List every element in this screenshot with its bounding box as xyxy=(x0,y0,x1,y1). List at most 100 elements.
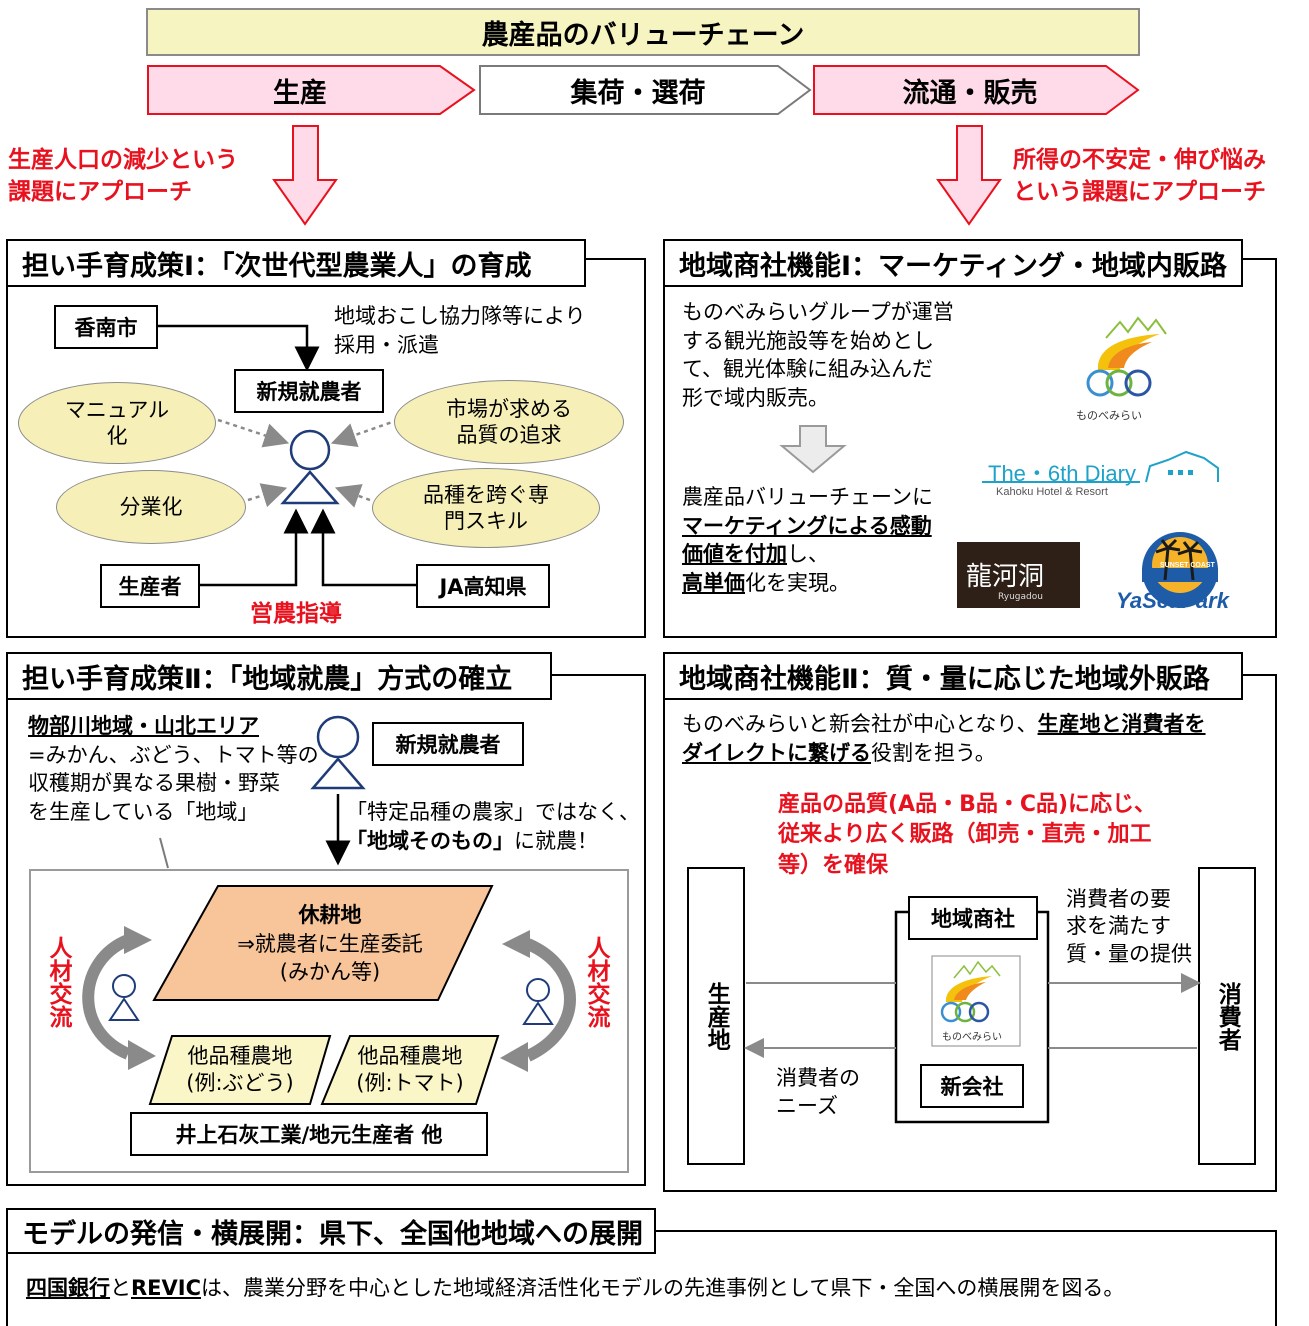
6th-diary-logo-part1: The・ xyxy=(988,461,1048,486)
yasea-park-logo xyxy=(1142,532,1218,608)
outside-desc-strong1: 生産地と消費者を xyxy=(1037,712,1206,736)
note-line1: 「特定品種の農家」ではなく、 xyxy=(346,800,640,824)
farmer-head-icon xyxy=(289,429,331,471)
guidance-label: 営農指導 xyxy=(250,601,342,627)
fallow-line2: ⇒就農者に生産委託 xyxy=(237,931,423,956)
other-field-grape: 他品種農地 (例:ぶどう) xyxy=(160,1038,320,1102)
issue-left-line2: 課題にアプローチ xyxy=(8,179,192,206)
supply-line2: 求を満たす xyxy=(1066,914,1171,939)
area-text: 物部川地域・山北エリア =みかん、ぶどう、トマト等の 収穫期が異なる果樹・野菜 … xyxy=(28,712,319,826)
marketing-desc-line1: ものべみらいグループが運営 xyxy=(682,300,954,324)
outside-desc-text1: ものべみらいと新会社が中心となり、 xyxy=(682,712,1038,736)
note-rest: に就農！ xyxy=(514,828,598,853)
value-line4: 高単価化を実現。 xyxy=(682,569,933,598)
market-line1: 市場が求める xyxy=(446,396,572,421)
consumer-label: 消費者 xyxy=(1214,981,1241,1051)
other-field-tomato-shape xyxy=(320,1035,500,1105)
marketing-desc-line4: 形で域内販売。 xyxy=(682,385,829,410)
stage-collection: 集荷・選荷 xyxy=(570,77,706,109)
right-down-arrow xyxy=(936,125,1002,226)
manual-ellipse: マニュアル化 xyxy=(18,382,216,464)
recruit-line2: 採用・派遣 xyxy=(334,332,439,357)
quality-line3: 等）を確保 xyxy=(778,852,889,878)
division-ellipse: 分業化 xyxy=(56,470,246,544)
needs-line1: 消費者の xyxy=(776,1066,860,1090)
inoue-box: 井上石灰工業/地元生産者 他 xyxy=(130,1112,488,1156)
rollout-and: と xyxy=(110,1276,131,1300)
issue-left-line1: 生産人口の減少という xyxy=(8,147,238,173)
shikoku-bank: 四国銀行 xyxy=(26,1276,110,1300)
monobe-logo-text: ものべみらい xyxy=(1076,409,1142,422)
exchange-label-left: 人材交流 xyxy=(45,936,71,1028)
monobe-logo-text-small: ものべみらい xyxy=(942,1032,1002,1043)
value-line4-rest: 化を実現。 xyxy=(745,570,850,595)
value-chain-title-text: 農産品のバリューチェーン xyxy=(481,19,805,51)
panel-regional-farming-title: 担い手育成策Ⅱ：「地域就農」方式の確立 xyxy=(6,652,552,700)
quality-line2: 従来より広く販路（卸売・直売・加工 xyxy=(778,822,1152,848)
other1-line1: 他品種農地 xyxy=(187,1043,293,1068)
stage-collection-chevron xyxy=(479,65,812,115)
fallow-title: 休耕地 xyxy=(298,903,362,928)
value-line3: 価値を付加し、 xyxy=(682,540,933,569)
stage-distribution: 流通・販売 xyxy=(902,77,1038,109)
issue-left: 生産人口の減少という 課題にアプローチ xyxy=(8,144,238,208)
division-text: 分業化 xyxy=(119,494,183,519)
fallow-land-shape xyxy=(152,885,494,1001)
outside-desc-strong2: ダイレクトに繋げる xyxy=(682,740,871,765)
newcomer-box-2: 新規就農者 xyxy=(372,722,524,766)
producer-area-label: 生産地 xyxy=(703,981,730,1051)
quality-sales-note: 産品の品質(A品・B品・C品)に応じ、 従来より広く販路（卸売・直売・加工 等）… xyxy=(778,790,1156,881)
rollout-text: 四国銀行とREVICは、農業分野を中心とした地域経済活性化モデルの先進事例として… xyxy=(26,1274,1124,1303)
monobe-mirai-logo xyxy=(1086,316,1167,397)
producer-area-box xyxy=(687,867,745,1165)
area-line2: =みかん、ぶどう、トマト等の xyxy=(28,742,319,767)
note-bold: 「地域そのもの」 xyxy=(346,828,514,853)
exchange-arrow-left xyxy=(82,934,131,1060)
crossvar-line1: 品種を跨ぐ専 xyxy=(423,482,549,507)
issue-right-line1: 所得の不安定・伸び悩み xyxy=(1013,147,1266,173)
supply-line3: 質・量の提供 xyxy=(1066,941,1192,966)
exchange-arrow-right xyxy=(525,938,576,1062)
value-line4-strong: 高単価 xyxy=(682,570,745,595)
value-line1: 農産品バリューチェーンに xyxy=(682,485,933,509)
area-title: 物部川地域・山北エリア xyxy=(28,714,259,738)
market-line2: 品質の追求 xyxy=(456,423,562,447)
newcomer-head-icon xyxy=(316,715,360,759)
needs-text: 消費者の ニーズ xyxy=(776,1064,860,1121)
6th-diary-logo-part2: 6th Diary xyxy=(1047,461,1136,486)
ryugado-logo-text: 龍河洞 xyxy=(966,562,1045,592)
farmer-body-icon xyxy=(280,470,340,505)
panel-marketing-title: 地域商社機能Ⅰ：マーケティング・地域内販路 xyxy=(663,239,1243,287)
value-chain-title: 農産品のバリューチェーン xyxy=(146,8,1140,56)
yasea-logo-text: YaSeaPark xyxy=(1116,588,1229,613)
monobe-mirai-logo-small xyxy=(940,960,1001,1023)
other1-line2: (例:ぶどう) xyxy=(186,1071,294,1095)
cross-variety-ellipse: 品種を跨ぐ専門スキル xyxy=(372,468,600,548)
market-quality-ellipse: 市場が求める品質の追求 xyxy=(394,380,624,464)
supply-text: 消費者の要 求を満たす 質・量の提供 xyxy=(1066,886,1192,968)
outside-desc-line2: ダイレクトに繋げる役割を担う。 xyxy=(682,739,1206,768)
trading-company-label: 地域商社 xyxy=(908,896,1038,940)
panel-outside-sales-title: 地域商社機能Ⅱ：質・量に応じた地域外販路 xyxy=(663,652,1243,700)
6th-diary-logo-sub: Kahoku Hotel & Resort xyxy=(996,486,1108,498)
exchange-label-right: 人材交流 xyxy=(583,936,609,1028)
fallow-land-text: 休耕地 ⇒就農者に生産委託 (みかん等) xyxy=(200,894,460,994)
6th-diary-logo-text: The・6th Diary xyxy=(988,456,1136,488)
outside-desc-text2: 役割を担う。 xyxy=(871,740,996,765)
value-line3-rest: し、 xyxy=(787,542,829,567)
outside-sales-desc: ものべみらいと新会社が中心となり、生産地と消費者を ダイレクトに繋げる役割を担う… xyxy=(682,710,1206,767)
issue-right-line2: という課題にアプローチ xyxy=(1013,179,1266,206)
recruit-text: 地域おこし協力隊等により 採用・派遣 xyxy=(334,302,586,359)
manual-line1: マニュアル xyxy=(64,397,170,422)
stage-production: 生産 xyxy=(273,77,327,109)
yasea-logo-sub: SUNSET COAST xyxy=(1160,562,1215,569)
other2-line1: 他品種農地 xyxy=(357,1043,463,1068)
needs-line2: ニーズ xyxy=(776,1094,838,1119)
new-company-box: 新会社 xyxy=(920,1064,1024,1108)
recruit-line1: 地域おこし協力隊等により xyxy=(334,304,586,328)
manual-line2: 化 xyxy=(106,424,128,448)
quality-line1: 産品の品質(A品・B品・C品)に応じ、 xyxy=(778,792,1157,817)
